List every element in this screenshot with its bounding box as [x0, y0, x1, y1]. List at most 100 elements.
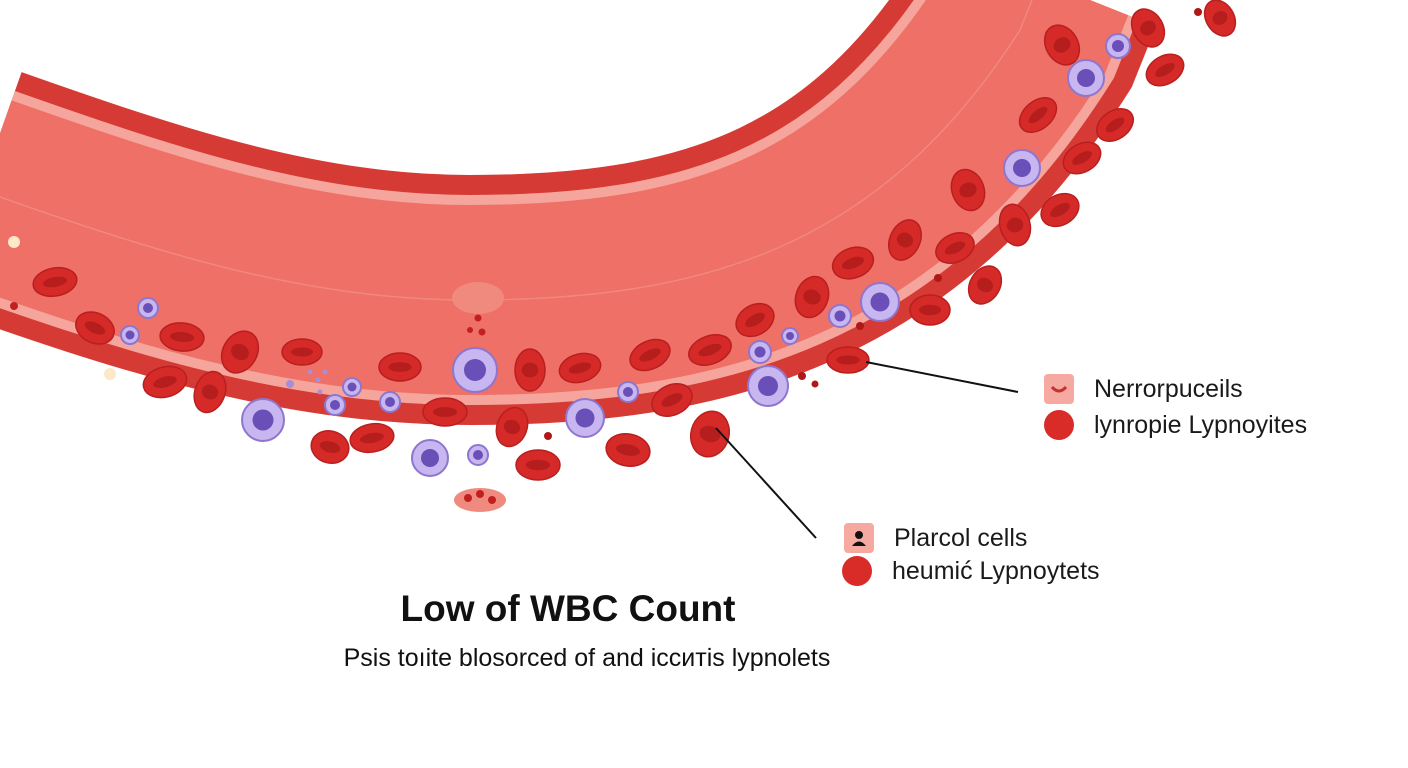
red-blood-cell	[515, 449, 561, 481]
vessel-bump-bottom	[454, 488, 506, 512]
red-cell-circle-icon	[842, 556, 872, 586]
pointer-line-bottom	[715, 427, 817, 539]
white-blood-cell	[860, 282, 900, 322]
red-blood-cell	[1018, 97, 1058, 133]
red-blood-cell	[688, 334, 732, 366]
platelet-dot	[934, 274, 942, 282]
platelet-dot	[104, 368, 116, 380]
platelet-dot	[10, 302, 18, 310]
legend-bottom-item-2: heumić Lypnoytets	[842, 556, 1100, 586]
red-blood-cell	[310, 430, 350, 464]
white-blood-cell	[747, 365, 789, 407]
page-title: Low of WBC Count	[400, 588, 736, 629]
white-blood-cell	[781, 327, 799, 345]
red-blood-cell	[1203, 0, 1237, 37]
white-blood-cell	[467, 444, 489, 466]
white-blood-cell	[748, 340, 772, 364]
red-blood-cell	[514, 348, 546, 392]
red-blood-cell	[1062, 141, 1102, 175]
red-blood-cell	[378, 352, 422, 382]
platelet-dot	[307, 369, 313, 375]
white-blood-cell	[342, 377, 362, 397]
platelet-dot	[811, 380, 819, 388]
platelet-dot	[315, 377, 321, 383]
white-blood-cell	[324, 394, 346, 416]
red-blood-cell	[1040, 192, 1080, 228]
legend-top-label-2: lynropie Lypnoyites	[1094, 410, 1308, 439]
cells-layer	[8, 0, 1237, 504]
red-blood-cell	[558, 352, 602, 384]
white-blood-cell	[379, 391, 401, 413]
red-blood-cell	[422, 397, 468, 427]
legend-top-item-2: lynropie Lypnoyites	[1044, 410, 1307, 440]
red-blood-cell	[998, 203, 1032, 247]
red-blood-cell	[1145, 53, 1185, 87]
white-blood-cell	[452, 347, 498, 393]
platelet-dot	[474, 314, 482, 322]
legend-bottom-label-1: Plarcol cells	[894, 523, 1028, 552]
red-blood-cell	[651, 383, 693, 417]
person-square-icon	[844, 523, 874, 553]
red-blood-cell	[1130, 8, 1166, 48]
platelet-dot	[317, 389, 323, 395]
white-blood-cell	[1067, 59, 1105, 97]
page-subtitle: Psis toıite blosorced of and iccитіs lyp…	[343, 644, 831, 672]
red-blood-cell	[967, 265, 1003, 305]
white-blood-cell	[241, 398, 285, 442]
vessel-inner-line	[0, 0, 1033, 301]
red-blood-cell	[1096, 108, 1134, 142]
platelet-dot	[476, 490, 484, 498]
red-blood-cell	[75, 311, 115, 345]
red-blood-cell	[831, 246, 875, 280]
red-blood-cell	[826, 346, 870, 374]
platelet-dot	[478, 328, 486, 336]
red-cell-circle-icon	[1044, 410, 1074, 440]
white-blood-cell	[137, 297, 159, 319]
platelet-dot	[464, 494, 472, 502]
legend-bottom-item-1: Plarcol cells	[844, 523, 1027, 553]
white-blood-cell	[411, 439, 449, 477]
red-blood-cell	[935, 232, 975, 264]
platelet-dot	[322, 369, 328, 375]
red-blood-cell	[1043, 24, 1081, 66]
red-blood-cell	[909, 294, 951, 326]
red-blood-cell	[689, 410, 731, 458]
platelet-dot	[798, 372, 806, 380]
red-blood-cell	[193, 370, 227, 414]
white-blood-cell	[617, 381, 639, 403]
platelet-dot	[856, 322, 864, 330]
white-blood-cell	[828, 304, 852, 328]
white-blood-cell	[1003, 149, 1041, 187]
platelet-dot	[544, 432, 552, 440]
red-blood-cell	[220, 330, 260, 374]
notched-cell-square-icon	[1044, 374, 1074, 404]
legend-top-label-1: Nerrorpuceils	[1094, 374, 1243, 403]
platelet-dot	[1194, 8, 1202, 16]
red-blood-cell	[495, 406, 529, 448]
red-blood-cell	[735, 302, 775, 338]
white-blood-cell	[120, 325, 140, 345]
platelet-dot	[488, 496, 496, 504]
platelet-dot	[467, 327, 473, 333]
pointer-lines	[715, 361, 1019, 539]
red-blood-cell	[629, 338, 671, 372]
white-blood-cell	[1105, 33, 1131, 59]
red-blood-cell	[349, 422, 395, 454]
legend-top-item-1: Nerrorpuceils	[1044, 374, 1243, 404]
red-blood-cell	[605, 433, 651, 467]
red-blood-cell	[888, 219, 922, 261]
platelet-dot	[286, 380, 294, 388]
platelet-dot	[8, 236, 20, 248]
red-blood-cell	[281, 338, 323, 366]
legend-bottom-label-2: heumić Lypnoytets	[892, 556, 1100, 585]
red-blood-cell	[159, 322, 205, 352]
red-blood-cell	[142, 365, 188, 399]
red-blood-cell	[950, 168, 986, 212]
white-blood-cell	[565, 398, 605, 438]
red-blood-cell	[32, 266, 78, 298]
vessel-lumen	[0, 0, 1129, 396]
red-blood-cell	[794, 275, 830, 319]
pointer-line-top	[865, 361, 1019, 393]
vessel-bump-top	[452, 282, 504, 314]
